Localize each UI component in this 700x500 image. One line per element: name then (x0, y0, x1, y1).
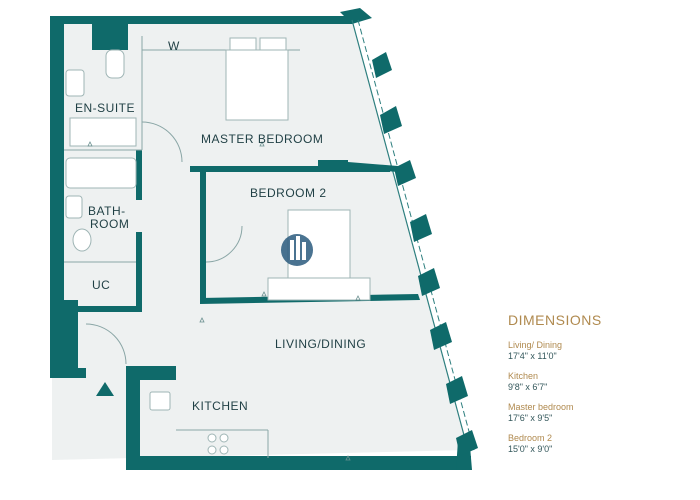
bathroom-toilet (72, 228, 92, 252)
hob-ring (207, 433, 217, 443)
ensuite-basin (65, 69, 85, 97)
sofa (267, 277, 371, 301)
uc-bottom-wall (62, 306, 142, 312)
interior-walls (62, 24, 420, 350)
bedroom2-top-right-wall (318, 160, 348, 168)
room-label-bathroom-line2: ROOM (90, 217, 129, 231)
bedroom2-left-wall (200, 166, 206, 302)
window-opener (430, 322, 452, 350)
dimensions-panel: DIMENSIONS Living/ Dining 17'4" x 11'0" … (508, 312, 688, 464)
socket-marker (345, 455, 351, 461)
dimensions-title: DIMENSIONS (508, 312, 602, 328)
window-opener (410, 214, 432, 242)
socket-marker (199, 317, 205, 323)
dimension-item-master-bedroom: Master bedroom 17'6" x 9'5" (508, 402, 688, 424)
door-swing-entry (85, 323, 127, 365)
dimension-item-living-dining: Living/ Dining 17'4" x 11'0" (508, 340, 688, 362)
room-label-master-bedroom: MASTER BEDROOM (201, 132, 323, 146)
dimension-room-size: 17'4" x 11'0" (508, 351, 557, 361)
kitchen-outer-wall (126, 366, 140, 470)
bathroom-fixtures (65, 49, 137, 252)
dimension-room-name: Living/ Dining (508, 340, 563, 350)
uc-right-wall (136, 232, 142, 310)
hob-ring (219, 445, 229, 455)
ensuite-top-block (92, 24, 128, 50)
hob-ring (219, 433, 229, 443)
room-label-bedroom-2: BEDROOM 2 (250, 186, 327, 200)
dimension-room-size: 17'6" x 9'5" (508, 413, 553, 423)
master-bedroom-bottom-wall (348, 162, 398, 172)
dimension-room-name: Master bedroom (508, 402, 574, 412)
window-opener (394, 160, 416, 186)
logo-building-bar (290, 240, 294, 260)
kitchen-sink (149, 391, 171, 411)
dimension-room-size: 9'8" x 6'7" (508, 382, 548, 392)
watermark (281, 234, 313, 266)
window-openers (372, 52, 478, 456)
window-opener (418, 268, 440, 296)
room-label-uc: UC (92, 278, 110, 292)
master-bed (225, 49, 289, 121)
entry-pier (64, 310, 78, 350)
room-label-living-dining: LIVING/DINING (275, 337, 366, 351)
socket-marker (261, 291, 267, 297)
dimension-room-name: Bedroom 2 (508, 433, 553, 443)
window-opener (380, 106, 402, 134)
facade-line-outer (351, 19, 469, 451)
top-right-wall-cap (340, 8, 372, 24)
facade-glazing (351, 19, 475, 451)
socket-marker (87, 141, 93, 147)
dimension-item-kitchen: Kitchen 9'8" x 6'7" (508, 371, 688, 393)
top-wall (50, 16, 352, 24)
socket-markers (87, 141, 361, 461)
socket-marker (355, 295, 361, 301)
hob-ring (207, 445, 217, 455)
entrance-arrow-icon (96, 382, 114, 396)
door-swing-bedroom2 (205, 225, 243, 263)
room-label-ensuite: EN-SUITE (75, 101, 135, 115)
bathroom-basin (65, 195, 83, 219)
socket-marker (259, 141, 265, 147)
dimension-room-size: 15'0" x 9'0" (508, 444, 553, 454)
ensuite-toilet (105, 49, 125, 79)
apartment-floor (52, 20, 468, 460)
bathroom-right-wall (136, 150, 142, 200)
partition-lines (64, 36, 300, 458)
bed-pillow (259, 37, 287, 51)
bedroom2-top-wall (190, 166, 390, 172)
entry-wall-bottom (50, 368, 86, 378)
dimension-item-bedroom-2: Bedroom 2 15'0" x 9'0" (508, 433, 688, 455)
window-opener (456, 430, 478, 456)
window-opener (372, 52, 392, 78)
furniture (149, 37, 371, 455)
left-wall-upper (50, 16, 64, 316)
bed-pillow (229, 37, 257, 51)
window-opener (446, 376, 468, 404)
logo-building-bar (296, 236, 300, 260)
logo-building-bar (302, 242, 306, 260)
room-label-kitchen: KITCHEN (192, 399, 248, 413)
bottom-wall (126, 456, 471, 470)
bathtub (65, 157, 137, 189)
ensuite-shower (69, 117, 137, 147)
door-swing-master (141, 121, 183, 163)
room-label-wardrobe: W (168, 39, 180, 53)
room-label-bathroom-line1: BATH- (88, 204, 126, 218)
dimension-room-name: Kitchen (508, 371, 539, 381)
facade-line-inner (357, 19, 475, 451)
